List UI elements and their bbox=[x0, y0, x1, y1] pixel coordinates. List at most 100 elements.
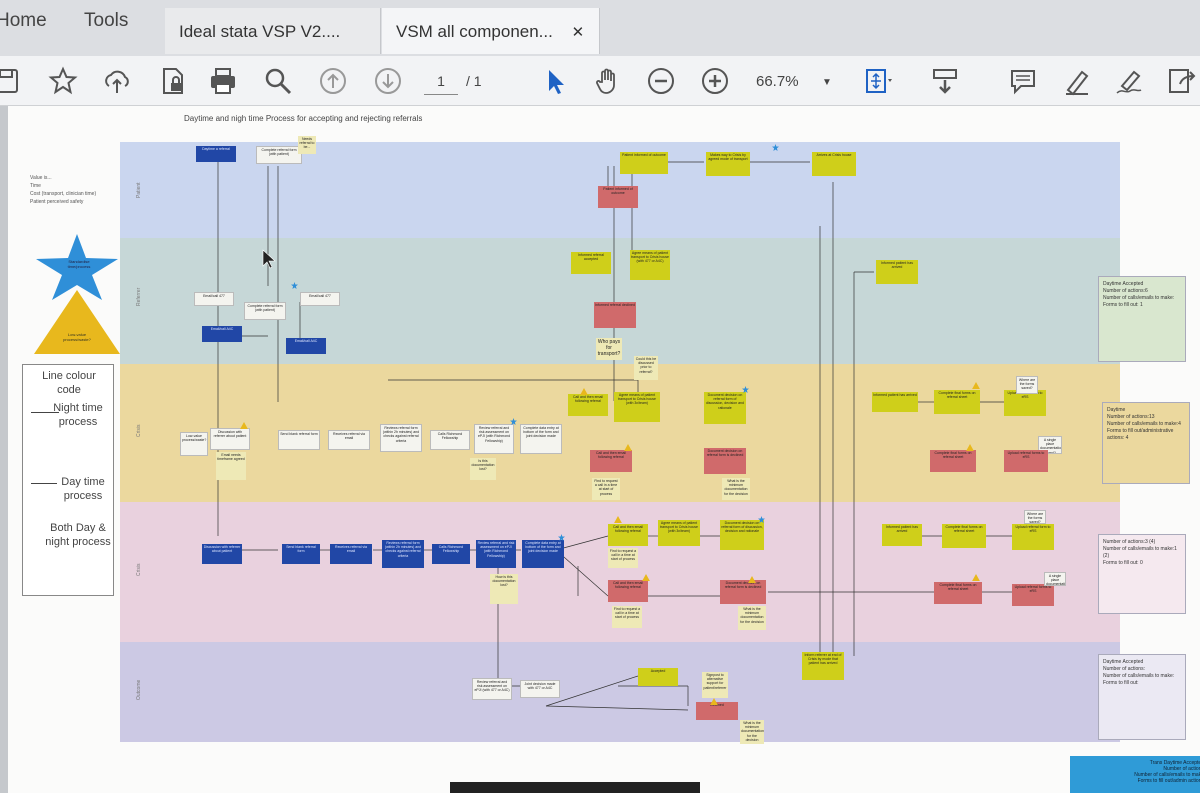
highlight-pen-icon[interactable] bbox=[1062, 66, 1092, 96]
note-send-blank-form-night: Send blank referral form bbox=[282, 544, 320, 564]
sign-pen-icon[interactable] bbox=[1114, 66, 1144, 96]
line-colour-key: Line colour code Night time process Day … bbox=[22, 364, 114, 596]
note-complete-referral-form: Complete referral form (with patient) bbox=[256, 146, 302, 164]
standardise-star-icon bbox=[772, 144, 779, 151]
note-upload-forms-declined: Upload referral forms to eRS bbox=[1004, 450, 1048, 472]
waste-triangle-icon bbox=[748, 576, 756, 583]
note-email-call-477: Email/call 477 bbox=[194, 292, 234, 306]
note-informed-patient-arrived-2: Informed patient has arrived bbox=[872, 392, 918, 412]
lane-label: Outcome bbox=[136, 679, 142, 700]
select-pointer-icon[interactable] bbox=[540, 66, 570, 96]
upload-icon[interactable] bbox=[102, 66, 132, 96]
swimlane-crisis-day: Crisis bbox=[120, 364, 1120, 502]
summary-outcome: Daytime Accepted Number of actions: Numb… bbox=[1098, 654, 1186, 740]
note-reviews-form-night: Reviews referral form (within 2h minutes… bbox=[382, 540, 424, 568]
standardise-star-icon bbox=[758, 516, 765, 523]
note-request-call: Find to request a call in a time at star… bbox=[592, 478, 620, 500]
tab-label: VSM all componen... bbox=[396, 22, 553, 41]
note-complete-referral-form-2: Complete referral form (with patient) bbox=[244, 302, 286, 320]
tab-tools[interactable]: Tools bbox=[84, 10, 129, 31]
note-who-pays-transport: Who pays for transport? bbox=[596, 338, 622, 360]
key-title: Line colour code bbox=[42, 370, 96, 396]
waste-triangle-icon bbox=[972, 382, 980, 389]
standardise-star-icon bbox=[742, 386, 749, 393]
lane-label: Crisis bbox=[136, 424, 142, 438]
note-request-call-night-2: Find to request a call in a time at star… bbox=[612, 606, 642, 628]
document-viewer[interactable]: Daytime and nigh time Process for accept… bbox=[0, 106, 1200, 793]
chevron-down-icon[interactable]: ▼ bbox=[822, 77, 832, 88]
note-call-email-night: Call and then email following referral bbox=[608, 524, 648, 546]
file-lock-icon[interactable] bbox=[158, 66, 188, 96]
page-number-input[interactable]: 1 bbox=[424, 73, 458, 95]
mouse-cursor-icon bbox=[262, 249, 276, 269]
note-outcome-small: What is the minimum documentation for th… bbox=[740, 720, 764, 744]
hand-pan-icon[interactable] bbox=[593, 66, 623, 96]
note-discussion-referrer: Discussion with referrer about patient bbox=[210, 428, 250, 450]
waste-triangle-icon bbox=[624, 444, 632, 451]
swimlane-outcome: Outcome bbox=[120, 642, 1120, 742]
bookmark-star-icon[interactable] bbox=[48, 66, 78, 96]
zoom-in-icon[interactable] bbox=[700, 66, 730, 96]
lane-label: Referrer bbox=[136, 288, 142, 307]
note-review-risk-night: Review referral and risk assessment on e… bbox=[476, 540, 516, 568]
tab-bar: Home Tools Ideal stata VSP V2.... VSM al… bbox=[0, 0, 1200, 56]
note-min-doc-night: What is the minimum documentation for th… bbox=[738, 606, 766, 630]
zoom-out-icon[interactable] bbox=[646, 66, 676, 96]
note-receives-referral: Receives referral via email bbox=[328, 430, 370, 450]
value-legend: Value is... Time Cost (transport, clinic… bbox=[30, 175, 97, 205]
note-receives-referral-night: Receives referral via email bbox=[330, 544, 372, 564]
note-daytime-referral: Daytime a referral bbox=[196, 146, 236, 162]
note-email-call-a4c-2: Email/call A4C bbox=[286, 338, 326, 354]
tab-home[interactable]: Home bbox=[0, 10, 47, 31]
triangle-legend-text: Low-value process/waste? bbox=[63, 332, 91, 342]
scroll-mode-icon[interactable] bbox=[930, 66, 960, 96]
note-complete-final-forms: Complete final forms on referral sheet bbox=[934, 390, 980, 414]
note-document-decision: Document decision on referral form of di… bbox=[704, 392, 746, 424]
note-agree-transport-3x: Agree means of patient transport to Cris… bbox=[614, 392, 660, 422]
note-single-place: A single place documentation stored? bbox=[1038, 436, 1062, 454]
note-document-declined: Document decision on referral form is de… bbox=[704, 448, 746, 474]
note-email-timeframe: Email needs timeframe agreed bbox=[216, 452, 246, 480]
key-night-label: Night time process bbox=[53, 402, 103, 428]
note-request-call-night: Find to request a call in a time at star… bbox=[608, 548, 638, 568]
note-call-email-declined-night: Call and then email following referral bbox=[608, 580, 648, 602]
note-review-risk-477: Review referral and risk assessment on e… bbox=[472, 678, 512, 700]
note-call-email-declined: Call and then email following referral bbox=[590, 450, 632, 472]
summary-trans-daytime: Trans Daytime Accepted Number of actions… bbox=[1070, 756, 1200, 793]
save-icon[interactable] bbox=[0, 66, 22, 96]
print-icon[interactable] bbox=[208, 66, 238, 96]
note-documentation-lost: Is this documentation lost? bbox=[470, 458, 496, 480]
note-review-risk-epji: Review referral and risk assessment on e… bbox=[474, 424, 514, 454]
note-agree-transport-night: Agree means of patient transport to Cris… bbox=[658, 520, 700, 546]
waste-triangle-icon bbox=[966, 444, 974, 451]
pdf-page: Daytime and nigh time Process for accept… bbox=[8, 106, 1200, 793]
note-upload-declined-night: Upload referral forms to eRS bbox=[1012, 584, 1054, 606]
share-icon[interactable] bbox=[1166, 66, 1196, 96]
note-agree-transport-477: Agree means of patient transport to Cris… bbox=[630, 250, 670, 280]
fit-page-icon[interactable] bbox=[862, 66, 892, 96]
waste-triangle-icon: Low-value process/waste? bbox=[32, 288, 122, 356]
comment-icon[interactable] bbox=[1008, 66, 1038, 96]
page-down-icon[interactable] bbox=[373, 66, 403, 96]
tab-vsm-doc[interactable]: VSM all componen... ✕ bbox=[382, 8, 600, 54]
page-total: / 1 bbox=[466, 73, 482, 89]
note-makes-way-to-crisis: Makes way to Crisis by agreed mode of tr… bbox=[706, 152, 750, 176]
close-icon[interactable]: ✕ bbox=[571, 24, 585, 41]
waste-triangle-icon bbox=[580, 388, 588, 395]
tab-ideal-stata-doc[interactable]: Ideal stata VSP V2.... bbox=[165, 8, 381, 54]
note-upload-form-night: Upload referral form to eRS bbox=[1012, 524, 1054, 550]
note-patient-informed: Patient informed of outcome bbox=[620, 152, 668, 174]
waste-triangle-icon bbox=[972, 574, 980, 581]
page-up-icon[interactable] bbox=[318, 66, 348, 96]
key-both-label: Both Day & night process bbox=[45, 522, 111, 548]
page-title: Daytime and nigh time Process for accept… bbox=[184, 114, 423, 123]
zoom-search-icon[interactable] bbox=[263, 66, 293, 96]
note-email-call-477-2: Email/call 477 bbox=[300, 292, 340, 306]
note-discussed-prior: Could this be discussed prior to referra… bbox=[634, 356, 658, 380]
note-email-call-a4c: Email/call A4C bbox=[202, 326, 242, 342]
waste-triangle-icon bbox=[642, 574, 650, 581]
waste-triangle-icon bbox=[710, 698, 718, 705]
lane-label: Crisis bbox=[136, 563, 142, 577]
zoom-level[interactable]: 66.7% bbox=[756, 73, 799, 90]
toolbar: 1 / 1 66.7% ▼ bbox=[0, 56, 1200, 106]
